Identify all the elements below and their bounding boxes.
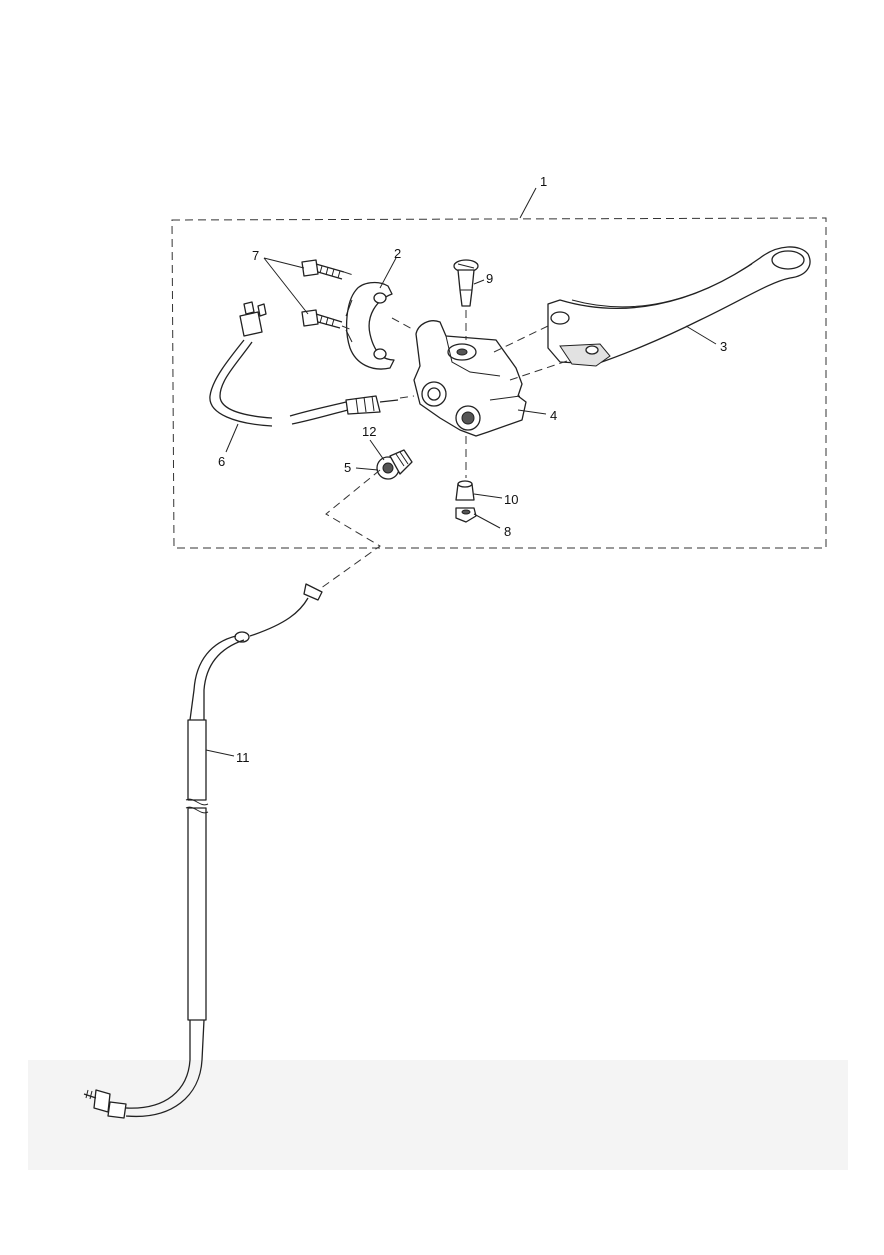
bolt-align-line-2 [341, 325, 353, 331]
callout-9: 9 [486, 271, 493, 286]
part-bush [455, 480, 475, 501]
callout-5: 5 [344, 460, 351, 475]
callout-12: 12 [362, 424, 376, 439]
scan-tone [28, 1060, 848, 1170]
lever-align-line-2 [509, 359, 571, 381]
part-switch-lead [209, 301, 399, 427]
callout-1: 1 [540, 174, 547, 189]
callout-11: 11 [236, 750, 250, 765]
part-nut [455, 507, 477, 523]
bolt-align-line-1 [343, 271, 357, 277]
callout-10: 10 [504, 492, 518, 507]
callout-3: 3 [720, 339, 727, 354]
callout-2: 2 [394, 246, 401, 261]
part-bolts [301, 259, 345, 329]
part-housing [413, 320, 527, 437]
lever-align-line-1 [493, 325, 549, 353]
part-adjuster [376, 449, 413, 480]
clamp-align-line [391, 317, 415, 331]
cable-route-line [309, 469, 381, 597]
part-cable [83, 583, 323, 1119]
leader-lines [205, 187, 717, 757]
callout-6: 6 [218, 454, 225, 469]
part-lever [547, 246, 811, 367]
callout-8: 8 [504, 524, 511, 539]
part-clamp [345, 281, 395, 370]
part-pivot-bolt [453, 259, 479, 307]
assembly-boundary [171, 217, 827, 549]
callout-7: 7 [252, 248, 259, 263]
callout-4: 4 [550, 408, 557, 423]
switch-align-line [399, 395, 415, 399]
